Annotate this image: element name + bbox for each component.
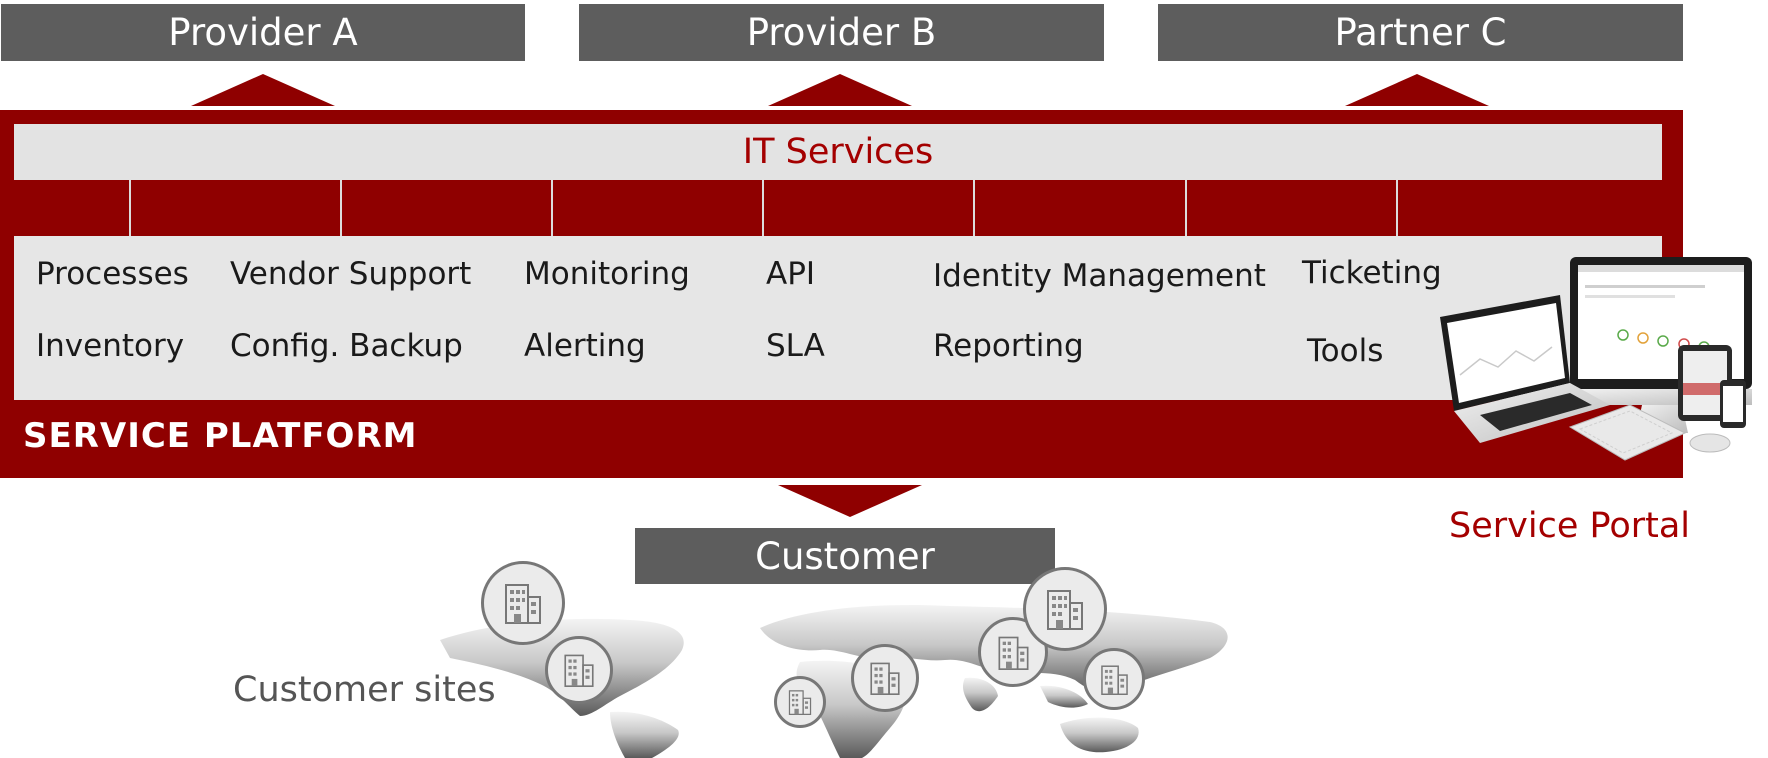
- service-inventory: Inventory: [36, 328, 185, 364]
- divider-5: [973, 180, 975, 236]
- partner-c-label: Partner C: [1334, 11, 1507, 54]
- building-icon: [788, 690, 812, 715]
- service-sla: SLA: [766, 328, 825, 364]
- site-north-america-1: [481, 561, 565, 645]
- service-platform: IT Services Processes Inventory Vendor S…: [0, 110, 1683, 478]
- site-north-america-2: [545, 636, 613, 704]
- service-tools: Tools: [1307, 333, 1384, 369]
- service-ticketing: Ticketing: [1302, 255, 1442, 291]
- laptop-device: [1440, 295, 1610, 443]
- site-africa-west: [774, 676, 826, 728]
- building-icon: [1047, 590, 1083, 630]
- divider-2: [340, 180, 342, 236]
- arrow-up-partner-c: [1345, 74, 1489, 106]
- provider-a-label: Provider A: [168, 11, 358, 54]
- it-services-label: IT Services: [742, 132, 934, 172]
- service-api: API: [766, 256, 816, 292]
- service-config-backup: Config. Backup: [230, 328, 463, 364]
- keyboard-device: [1568, 404, 1731, 461]
- service-monitoring: Monitoring: [524, 256, 690, 292]
- tablet-device: [1678, 345, 1732, 421]
- it-services-bar: IT Services: [14, 124, 1662, 180]
- service-identity-management: Identity Management: [933, 258, 1266, 294]
- provider-b-box: Provider B: [579, 4, 1104, 61]
- site-asia-2: [1023, 567, 1107, 651]
- service-platform-label: SERVICE PLATFORM: [23, 416, 418, 456]
- service-reporting: Reporting: [933, 328, 1084, 364]
- site-asia-3: [1083, 648, 1145, 710]
- building-icon: [998, 636, 1028, 670]
- building-icon: [505, 584, 541, 624]
- customer-sites-label: Customer sites: [233, 670, 496, 710]
- service-portal-devices: [1440, 257, 1752, 461]
- arrow-up-provider-b: [768, 74, 912, 106]
- divider-3: [551, 180, 553, 236]
- service-alerting: Alerting: [524, 328, 646, 364]
- customer-label: Customer: [755, 534, 935, 578]
- service-processes: Processes: [36, 256, 189, 292]
- building-icon: [564, 654, 594, 687]
- divider-1: [129, 180, 131, 236]
- divider-4: [762, 180, 764, 236]
- provider-b-label: Provider B: [746, 11, 937, 54]
- site-africa-central: [851, 644, 919, 712]
- services-panel: Processes Inventory Vendor Support Confi…: [14, 236, 1662, 400]
- phone-device: [1720, 380, 1746, 428]
- customer-box: Customer: [635, 528, 1055, 584]
- divider-6: [1185, 180, 1187, 236]
- arrow-up-provider-a: [191, 74, 335, 106]
- service-portal-label: Service Portal: [1449, 506, 1691, 546]
- divider-7: [1396, 180, 1398, 236]
- building-icon: [1100, 664, 1128, 695]
- arrow-down-customer: [778, 485, 922, 517]
- building-icon: [870, 662, 900, 695]
- service-vendor-support: Vendor Support: [230, 256, 472, 292]
- partner-c-box: Partner C: [1158, 4, 1683, 61]
- provider-a-box: Provider A: [1, 4, 525, 61]
